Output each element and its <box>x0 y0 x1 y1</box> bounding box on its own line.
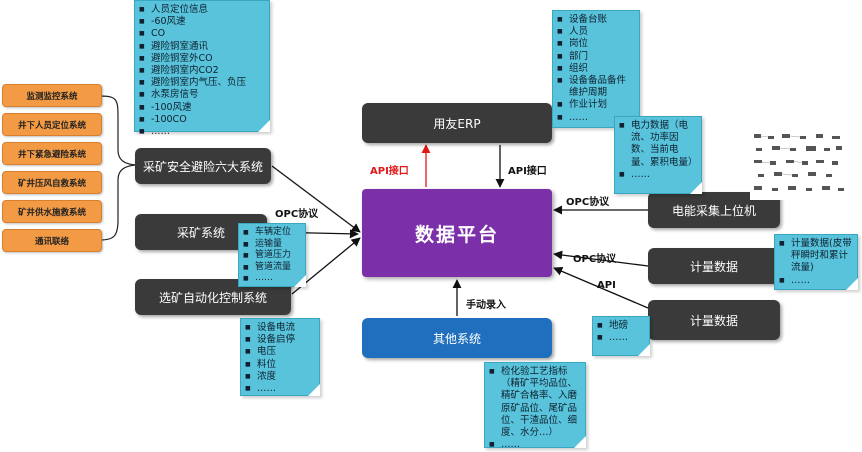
note-item: 浓度 <box>245 371 315 383</box>
manual-entry-label: 手动录入 <box>466 300 506 311</box>
note-item: 计量数据(皮带秤瞬时和累计流量) <box>779 238 853 275</box>
device-screenshot-thumbnail <box>750 130 846 200</box>
meter-box-1: 计量数据 <box>648 248 780 284</box>
note-item: …… <box>779 275 853 287</box>
erp-box: 用友ERP <box>362 103 552 143</box>
note-item: -100CO <box>139 114 265 126</box>
note-item: …… <box>245 383 315 395</box>
api-label-meter: API <box>597 280 616 291</box>
note-item: …… <box>243 273 301 285</box>
note-power: 电力数据（电流、功率因数、当前电量、累积电量） …… <box>614 116 702 194</box>
note-item: 组织 <box>557 63 635 75</box>
note-item: 设备启停 <box>245 334 315 346</box>
brace-connector <box>99 95 137 241</box>
note-item: 避险铜室通讯 <box>139 41 265 53</box>
note-item: 设备备品备件维护周期 <box>557 75 635 99</box>
opc-label-meter: OPC协议 <box>573 254 617 265</box>
note-item: CO <box>139 28 265 40</box>
arrow-six-to-platform <box>271 165 361 233</box>
note-item: 地磅 <box>597 320 645 332</box>
note-item: 设备台账 <box>557 14 635 26</box>
opc-label-left: OPC协议 <box>275 209 319 220</box>
opc-label-power: OPC协议 <box>566 197 610 208</box>
note-item: 电压 <box>245 346 315 358</box>
note-meter1: 计量数据(皮带秤瞬时和累计流量) …… <box>774 234 858 290</box>
note-erp: 设备台账 人员 岗位 部门 组织 设备备品备件维护周期 作业计划 …… <box>552 10 640 128</box>
note-item: 人员 <box>557 26 635 38</box>
api-label-up: API接口 <box>370 166 409 177</box>
left-system-water: 矿井供水施救系统 <box>2 200 102 223</box>
api-label-down: API接口 <box>508 166 547 177</box>
left-system-air: 矿井压风自救系统 <box>2 171 102 194</box>
note-mining: 车辆定位 运输量 管道压力 管道流量 …… <box>238 223 306 287</box>
six-systems-box: 采矿安全避险六大系统 <box>135 148 271 184</box>
arrow-meter2-to-platform <box>553 267 649 309</box>
left-system-personnel: 井下人员定位系统 <box>2 113 102 136</box>
note-item: 管道压力 <box>243 250 301 262</box>
note-safety: 人员定位信息 -60风速 CO 避险铜室通讯 避险铜室外CO 避险铜室内CO2 … <box>134 0 270 138</box>
arrow-meter1-to-platform <box>553 250 649 267</box>
note-item: -60风速 <box>139 16 265 28</box>
note-beneficiation: 设备电流 设备启停 电压 料位 浓度 …… <box>240 318 320 396</box>
note-item: 料位 <box>245 359 315 371</box>
note-item: …… <box>597 332 645 344</box>
note-item: 管道流量 <box>243 262 301 274</box>
note-item: 设备电流 <box>245 322 315 334</box>
note-item: 水泵房信号 <box>139 89 265 101</box>
other-systems-box: 其他系统 <box>362 318 552 358</box>
data-platform: 数据平台 <box>362 189 552 277</box>
note-item: …… <box>619 169 697 181</box>
left-system-monitoring: 监测监控系统 <box>2 84 102 107</box>
note-assay: 检化验工艺指标（精矿平均品位、精矿合格率、入磨原矿品位、尾矿品位、干渣品位、细度… <box>484 362 586 452</box>
note-item: -100风速 <box>139 102 265 114</box>
meter-box-2: 计量数据 <box>648 300 780 340</box>
note-item: 电力数据（电流、功率因数、当前电量、累积电量） <box>619 120 698 169</box>
note-item: 人员定位信息 <box>139 4 265 16</box>
note-meter2: 地磅 …… <box>592 316 650 356</box>
note-item: 检化验工艺指标（精矿平均品位、精矿合格率、入磨原矿品位、尾矿品位、干渣品位、细度… <box>489 366 581 439</box>
note-item: 部门 <box>557 51 635 63</box>
note-item: 避险铜室内气压、负压 <box>139 77 265 89</box>
note-item: 避险铜室内CO2 <box>139 65 265 77</box>
note-item: 车辆定位 <box>243 227 301 239</box>
note-item: 作业计划 <box>557 99 635 111</box>
note-item: 岗位 <box>557 38 635 50</box>
left-system-comm: 通讯联络 <box>2 229 102 252</box>
note-item: …… <box>489 439 581 451</box>
note-item: …… <box>139 126 265 138</box>
note-item: 运输量 <box>243 239 301 251</box>
left-system-refuge: 井下紧急避险系统 <box>2 142 102 165</box>
note-item: …… <box>557 112 635 124</box>
note-item: 避险铜室外CO <box>139 53 265 65</box>
